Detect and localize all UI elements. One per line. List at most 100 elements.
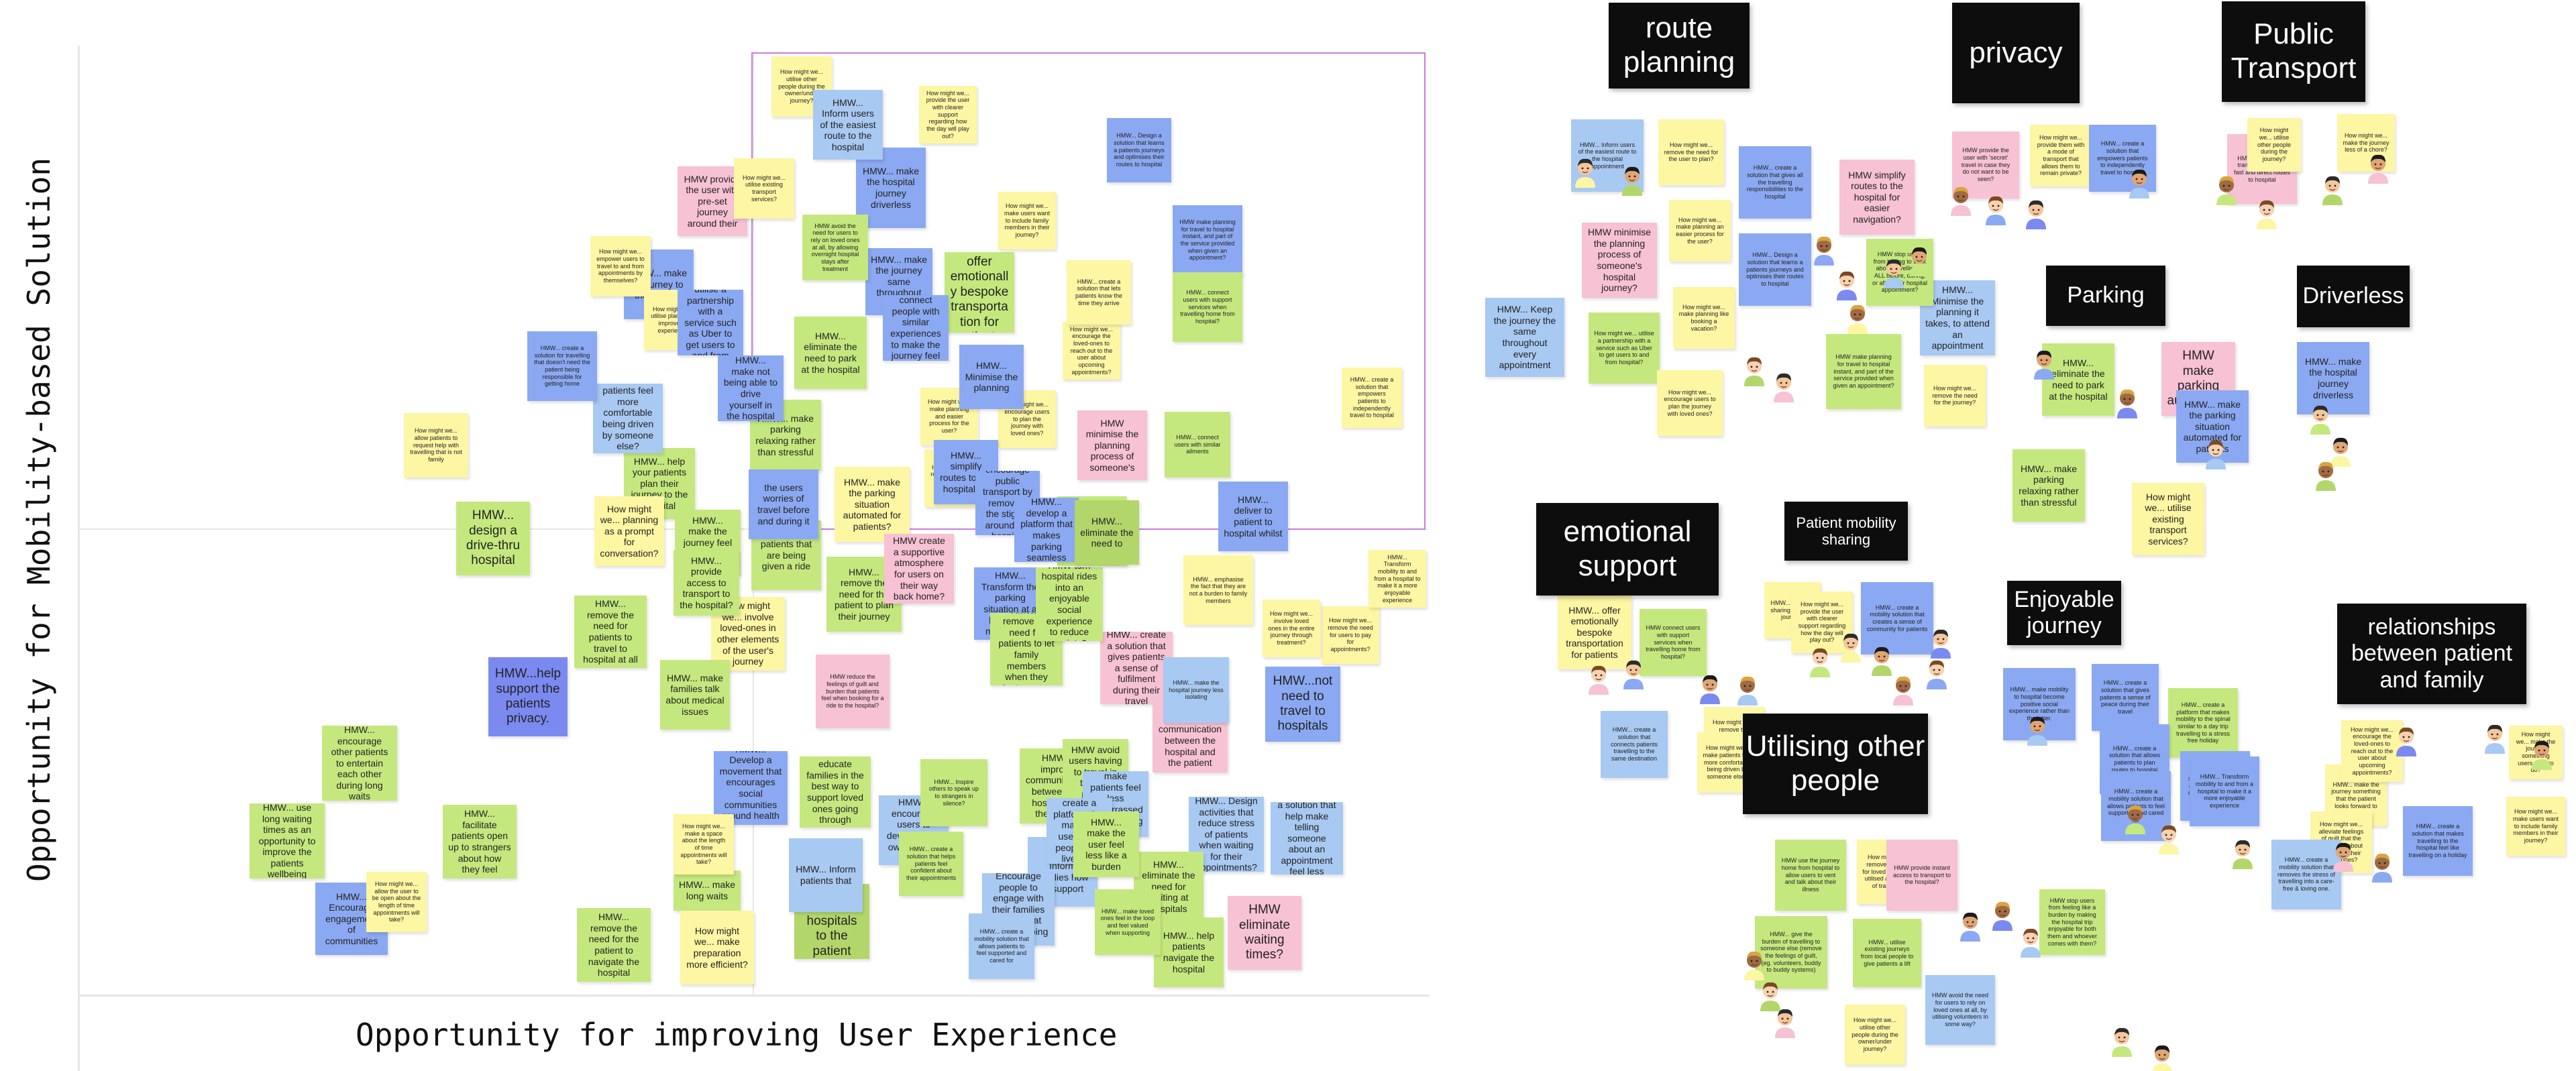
sticky-note[interactable]: HMW... make parking relaxing rather than… bbox=[2012, 449, 2085, 522]
sticky-note[interactable]: HMW make planning for travel to hospital… bbox=[1173, 205, 1242, 275]
sticky-note[interactable]: HMW... make the user feel less like a bu… bbox=[1073, 811, 1139, 877]
sticky-note[interactable]: HMW reduce the feelings of guilt and bur… bbox=[816, 655, 890, 728]
sticky-note[interactable]: HMW... give the burden of travelling to … bbox=[1755, 916, 1827, 989]
sticky-note[interactable]: How might we... empower users to travel … bbox=[590, 236, 651, 296]
sticky-note[interactable]: HMW avoid the need for users to rely on … bbox=[802, 215, 868, 280]
sticky-note[interactable]: HMW make planning for travel to hospital… bbox=[1826, 334, 1901, 409]
sticky-note[interactable]: HMW... Design a solution that learns a p… bbox=[1107, 118, 1171, 182]
category-header[interactable]: Patient mobility sharing bbox=[1784, 502, 1908, 561]
sticky-note[interactable]: HMW... create a solution that makes trav… bbox=[2403, 806, 2473, 876]
sticky-note[interactable]: HMW simplify routes to the hospital for … bbox=[1839, 160, 1915, 235]
sticky-note[interactable]: HMW... educate families in the best way … bbox=[800, 756, 871, 828]
sticky-note[interactable]: HMW... encourage other patients to enter… bbox=[322, 726, 397, 801]
category-header[interactable]: Public Transport bbox=[2222, 1, 2365, 102]
category-header[interactable]: route planning bbox=[1609, 3, 1750, 89]
sticky-note[interactable]: HMW...not need to travel to hospitals bbox=[1265, 667, 1340, 742]
sticky-note[interactable]: HMW... Develop a movement that encourage… bbox=[714, 751, 788, 825]
sticky-note[interactable]: HMW provide instant access to transport … bbox=[1886, 840, 1957, 911]
sticky-note[interactable]: HMW... make loved ones feel in the loop … bbox=[1095, 889, 1161, 955]
sticky-note[interactable]: How might we... make a space about the l… bbox=[674, 814, 734, 875]
sticky-note[interactable]: HMW... develop a platform that makes par… bbox=[1014, 498, 1079, 562]
sticky-note[interactable]: HMW... provide access to transport to th… bbox=[674, 550, 739, 616]
sticky-note[interactable]: HMW... make long waits bbox=[674, 870, 741, 911]
sticky-note[interactable]: How might we... make planning like booki… bbox=[1673, 287, 1735, 349]
sticky-note[interactable]: HMW... facilitate patients open up to st… bbox=[443, 805, 517, 879]
sticky-note[interactable]: How might we... encourage the loved-ones… bbox=[2341, 720, 2403, 782]
sticky-note[interactable]: HMW... eliminate the need to bbox=[1075, 500, 1139, 565]
sticky-note[interactable]: HMW avoid the need for users to rely on … bbox=[1925, 975, 1995, 1045]
sticky-note[interactable]: HMW stop users from feeling like a burde… bbox=[2039, 889, 2105, 955]
sticky-note[interactable]: HMW... Inform patients that bbox=[789, 838, 863, 912]
sticky-note[interactable]: HMW... emphasise the fact that they are … bbox=[1183, 555, 1253, 625]
sticky-note[interactable]: HMW connect users with support services … bbox=[1640, 609, 1707, 676]
sticky-note[interactable]: HMW... make not being able to drive your… bbox=[718, 355, 784, 421]
sticky-note[interactable]: How might we... provide the user with cl… bbox=[1791, 591, 1853, 653]
sticky-note[interactable]: HMW... connect users with similar ailmen… bbox=[1165, 412, 1230, 477]
sticky-note[interactable]: HMW... Design a solution that learns a p… bbox=[1739, 233, 1811, 306]
sticky-note[interactable]: HMW... create a solution for travelling … bbox=[527, 331, 597, 401]
sticky-note[interactable]: HMW... offer emotionally bespoke transpo… bbox=[945, 252, 1014, 333]
sticky-note[interactable]: How might we... encourage users to plan … bbox=[998, 390, 1056, 448]
sticky-note[interactable]: How might we... allow patients to reques… bbox=[404, 413, 468, 477]
category-header[interactable]: privacy bbox=[1952, 3, 2080, 103]
sticky-note[interactable]: HMW... Design activities that reduce str… bbox=[1189, 797, 1264, 872]
sticky-note[interactable]: HMW... Keep the journey the same through… bbox=[1485, 298, 1564, 377]
sticky-note[interactable]: HMW... use long waiting times as an oppo… bbox=[250, 803, 325, 879]
sticky-note[interactable]: How might we... utilise other people dur… bbox=[2247, 118, 2301, 172]
category-header[interactable]: emotional support bbox=[1536, 503, 1719, 596]
sticky-note[interactable]: How might we... encourage users to plan … bbox=[1657, 370, 1723, 436]
sticky-note[interactable]: HMW... make the parking situation automa… bbox=[835, 467, 910, 542]
sticky-note[interactable]: How might we... utilise other people dur… bbox=[1845, 1005, 1905, 1065]
sticky-note[interactable]: How might we... utilise existing transpo… bbox=[734, 158, 794, 219]
sticky-note[interactable]: HMW... help your patients plan their jou… bbox=[624, 448, 695, 519]
sticky-note[interactable]: HMW... Inform users of the easiest route… bbox=[813, 90, 883, 160]
sticky-note[interactable]: the users worries of travel before and d… bbox=[749, 469, 818, 539]
sticky-note[interactable]: HMW... create a solution that helps pati… bbox=[899, 832, 963, 896]
sticky-note[interactable]: HMW... create a solution that help make … bbox=[1271, 802, 1343, 875]
sticky-note[interactable]: How might we... make users want to inclu… bbox=[2506, 797, 2565, 856]
sticky-note[interactable]: HMW... eliminate the need to park at the… bbox=[794, 317, 867, 389]
category-header[interactable]: Driverless bbox=[2297, 266, 2410, 327]
sticky-note[interactable]: HMW... utilise a partnership with a serv… bbox=[678, 290, 743, 355]
sticky-note[interactable]: How might we... utilise existing transpo… bbox=[2132, 483, 2204, 555]
sticky-note[interactable]: HMW... create a mobility solution that c… bbox=[1861, 582, 1933, 655]
sticky-note[interactable]: HMW... make the hospital journey driverl… bbox=[2297, 342, 2369, 414]
sticky-note[interactable]: HMW... Transform mobility to and from a … bbox=[1368, 550, 1426, 608]
sticky-note[interactable]: HMW... deliver to patient to hospital wh… bbox=[1218, 482, 1288, 551]
sticky-note[interactable]: HMW... eliminate the need for waiting at… bbox=[1134, 852, 1203, 921]
sticky-note[interactable]: HMW... remove the need for the patient t… bbox=[577, 908, 651, 982]
sticky-note[interactable]: How might we... encourage the loved-ones… bbox=[1063, 322, 1120, 380]
category-header[interactable]: Parking bbox=[2046, 266, 2165, 326]
sticky-note[interactable]: HMW... design a drive-thru hospital bbox=[456, 502, 530, 575]
sticky-note[interactable]: How might we... provide the user with cl… bbox=[919, 86, 977, 144]
sticky-note[interactable]: HMW... make the hospital journey less is… bbox=[1163, 657, 1229, 723]
sticky-note[interactable]: How might we... provide them with a mode… bbox=[2030, 125, 2092, 186]
sticky-note[interactable]: HMW use the journey home from hospital t… bbox=[1775, 840, 1846, 911]
sticky-note[interactable]: How might we... allow the user to be ope… bbox=[366, 872, 427, 932]
sticky-note[interactable]: HMW... create a solution that gives all … bbox=[1739, 146, 1811, 219]
sticky-note[interactable]: HMW... remove the need for patients to t… bbox=[574, 596, 647, 668]
sticky-note[interactable]: HMW... create a mobility solution that r… bbox=[2271, 840, 2341, 909]
sticky-note[interactable]: HMW minimise the planning process of som… bbox=[1582, 223, 1657, 298]
sticky-note[interactable]: HMW turn hospital rides into an enjoyabl… bbox=[1036, 567, 1103, 641]
sticky-note[interactable]: HMW... create a solution that lets patie… bbox=[1067, 260, 1131, 325]
sticky-note[interactable]: HMW... Inspire others to speak up to str… bbox=[920, 759, 987, 826]
sticky-note[interactable]: HMW... create a solution that gives pati… bbox=[1100, 632, 1173, 704]
sticky-note[interactable]: HMW create a supportive atmosphere for u… bbox=[884, 534, 954, 604]
sticky-note[interactable]: HMW... create a platform that makes mobi… bbox=[2168, 688, 2238, 758]
sticky-note[interactable]: HMW... connect users with support servic… bbox=[1173, 272, 1242, 342]
sticky-note[interactable]: How might we... make planning an easier … bbox=[1669, 200, 1731, 262]
sticky-note[interactable]: HMW... Minimise the planning bbox=[959, 345, 1024, 409]
sticky-note[interactable]: HMW minimise the planning process of som… bbox=[1077, 410, 1147, 480]
sticky-note[interactable]: HMW... Transform mobility to and from a … bbox=[2190, 756, 2259, 826]
sticky-note[interactable]: HMW... offer emotionally bespoke transpo… bbox=[1558, 596, 1631, 669]
category-header[interactable]: Utilising other people bbox=[1743, 714, 1928, 814]
sticky-note[interactable]: How might we... involve loved ones in th… bbox=[1263, 600, 1320, 657]
sticky-note[interactable]: How might we... make preparation more ef… bbox=[680, 911, 754, 984]
sticky-note[interactable]: HMW... eliminate the need to park at the… bbox=[2042, 343, 2114, 416]
sticky-note[interactable]: HMW... connect people with similar exper… bbox=[883, 295, 949, 361]
sticky-note[interactable]: HMW... create a solution that empowers p… bbox=[1342, 368, 1402, 428]
category-header[interactable]: Enjoyable journey bbox=[2007, 581, 2121, 645]
sticky-note[interactable]: patients feel more comfortable being dri… bbox=[593, 384, 663, 453]
